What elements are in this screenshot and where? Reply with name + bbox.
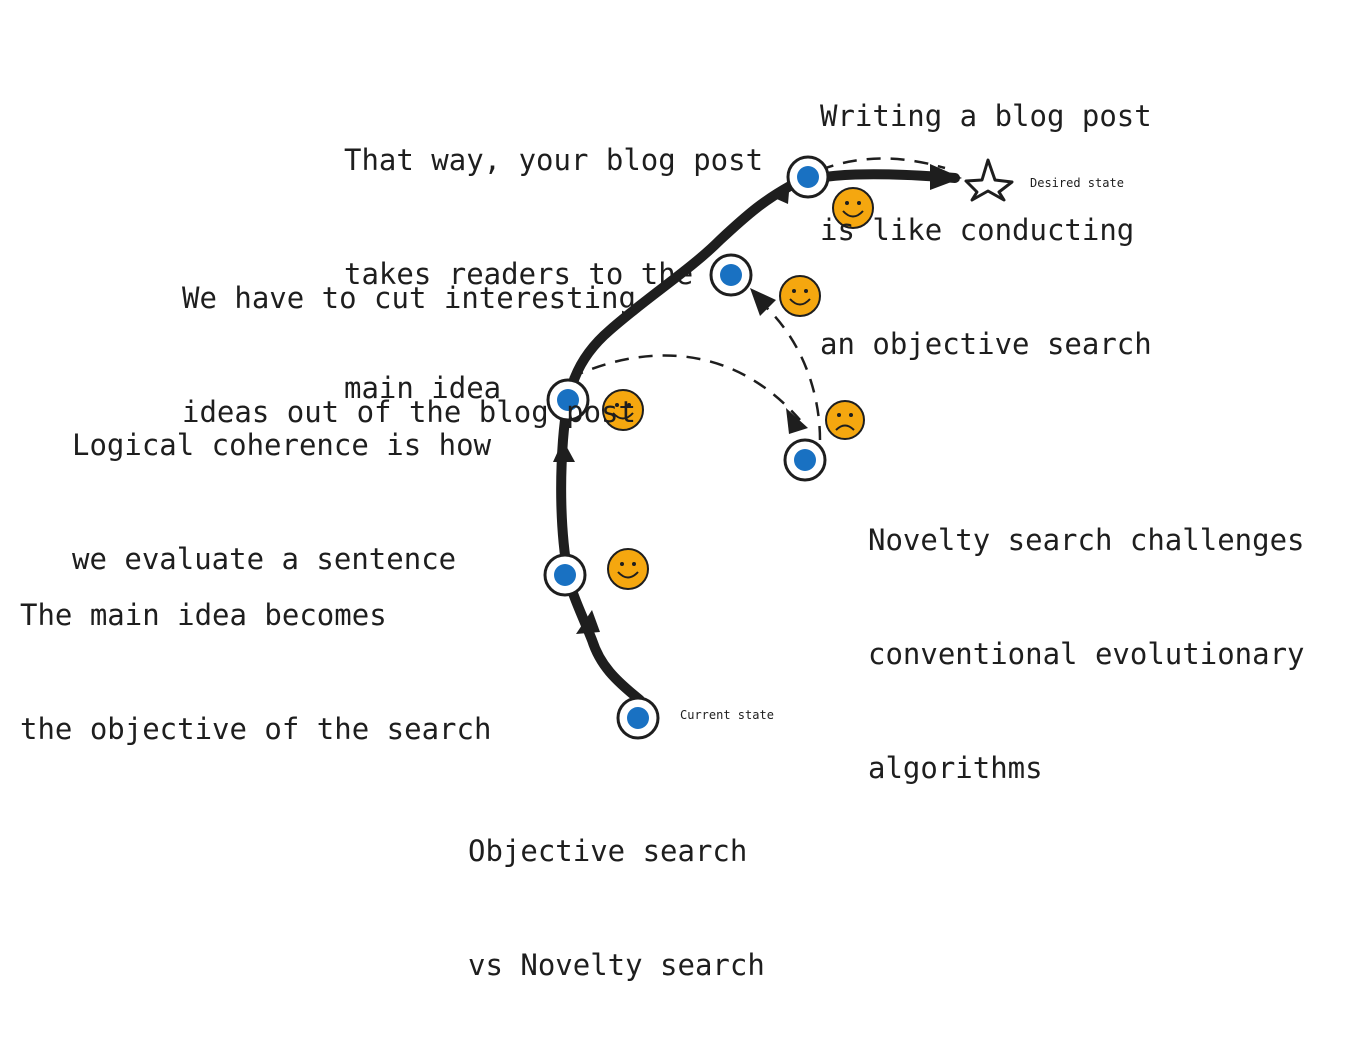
caption-line: we evaluate a sentence — [72, 542, 457, 576]
caption-line: The main idea becomes — [20, 598, 387, 632]
node-current-state — [616, 696, 660, 740]
main-path-arrowhead-lower — [576, 610, 600, 634]
caption-line: Logical coherence is how — [72, 428, 492, 462]
caption-line: ideas out of the blog post — [182, 395, 636, 429]
main-path-arrowhead-middle — [553, 440, 575, 462]
smiley-face-icon — [832, 187, 874, 229]
caption-line: Novelty search challenges — [868, 523, 1305, 557]
dashed-branch-out-arrowhead — [786, 408, 808, 434]
caption-line: the objective of the search — [20, 712, 492, 746]
smiley-face-icon — [602, 389, 644, 431]
caption-writing-blog-post: Writing a blog post is like conducting a… — [820, 21, 1152, 439]
smiley-face-icon — [779, 275, 821, 317]
caption-logical-coherence: Logical coherence is how we evaluate a s… — [72, 350, 491, 654]
caption-line: That way, your blog post — [344, 143, 764, 177]
caption-line: is like conducting — [820, 213, 1135, 247]
caption-line: Objective search — [468, 834, 748, 868]
desired-state-label: Desired state — [1030, 176, 1124, 190]
caption-line: vs Novelty search — [468, 948, 765, 982]
caption-line: Writing a blog post — [820, 99, 1152, 133]
diagram-canvas: Writing a blog post is like conducting a… — [20, 21, 1305, 982]
caption-that-way: That way, your blog post takes readers t… — [344, 65, 763, 483]
caption-line: an objective search — [820, 327, 1152, 361]
main-path-arrowhead-end — [930, 164, 962, 190]
dashed-branch-back-arrowhead — [750, 288, 776, 316]
dashed-branch-back — [757, 299, 822, 441]
node-that-way — [786, 155, 830, 199]
caption-cut-ideas: We have to cut interesting ideas out of … — [182, 203, 636, 507]
search-path-diagram — [543, 155, 1014, 740]
node-main-idea — [543, 553, 587, 597]
smiley-face-icon — [607, 548, 649, 590]
caption-novelty-search: Novelty search challenges conventional e… — [868, 445, 1305, 863]
star-icon — [964, 158, 1014, 202]
dashed-branch-out — [569, 354, 801, 421]
caption-line: takes readers to the — [344, 257, 694, 291]
caption-objective-vs-novelty: Objective search vs Novelty search — [468, 756, 765, 1060]
node-cut-ideas — [709, 253, 753, 297]
caption-line: conventional evolutionary — [868, 637, 1305, 671]
node-coherence — [546, 378, 590, 422]
caption-line: We have to cut interesting — [182, 281, 636, 315]
node-novelty — [783, 438, 827, 482]
caption-main-idea: The main idea becomes the objective of t… — [20, 520, 491, 824]
caption-line: main idea — [344, 371, 502, 405]
current-state-label: Current state — [680, 708, 774, 722]
frowning-face-icon — [825, 400, 865, 440]
caption-line: algorithms — [868, 751, 1043, 785]
main-path-arrowhead-upper — [770, 180, 790, 204]
